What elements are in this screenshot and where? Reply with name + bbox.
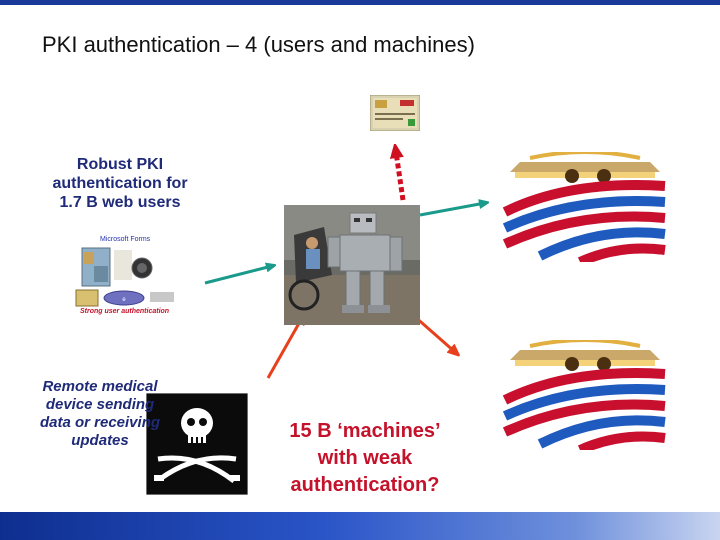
medical-line-1: Remote medical [42,378,158,395]
web-users-line-1: Robust PKI [76,156,164,173]
machines-line-1: 15 B ‘machines’ [289,420,441,442]
photo-caption-top: Microsoft Forms [100,236,151,243]
web-users-photo-collage: e [75,247,174,307]
top-accent-bar [0,0,720,5]
pirate-flag-image [146,393,248,495]
medical-line-4: updates [71,432,129,449]
web-users-text: Robust PKI authentication for 1.7 B web … [30,155,210,212]
robot-rickshaw-photo [284,205,420,325]
medical-line-3: data or receiving [39,414,161,431]
machines-line-3: authentication? [290,474,440,496]
web-users-line-3: 1.7 B web users [59,194,181,211]
bottom-accent-bar [0,512,720,540]
medical-line-2: device sending [45,396,155,413]
bank-logo-bottom [502,340,666,450]
web-users-line-2: authentication for [52,175,188,192]
bank-logo-top [502,152,666,262]
dotted-arrow-to-card [396,152,406,201]
credit-card-image [370,95,420,131]
medical-device-text: Remote medical device sending data or re… [14,378,186,450]
teal-arrow-to-robot [204,266,272,285]
red-arrow-from-machines [266,318,302,379]
slide-title: PKI authentication – 4 (users and machin… [42,32,475,57]
teal-arrow-to-bank-top [419,203,485,217]
svg-text:e: e [122,297,126,303]
machines-line-2: with weak [317,447,413,469]
photo-caption-bottom: Strong user authentication [80,308,170,315]
machines-text: 15 B ‘machines’ with weak authentication… [262,418,468,499]
